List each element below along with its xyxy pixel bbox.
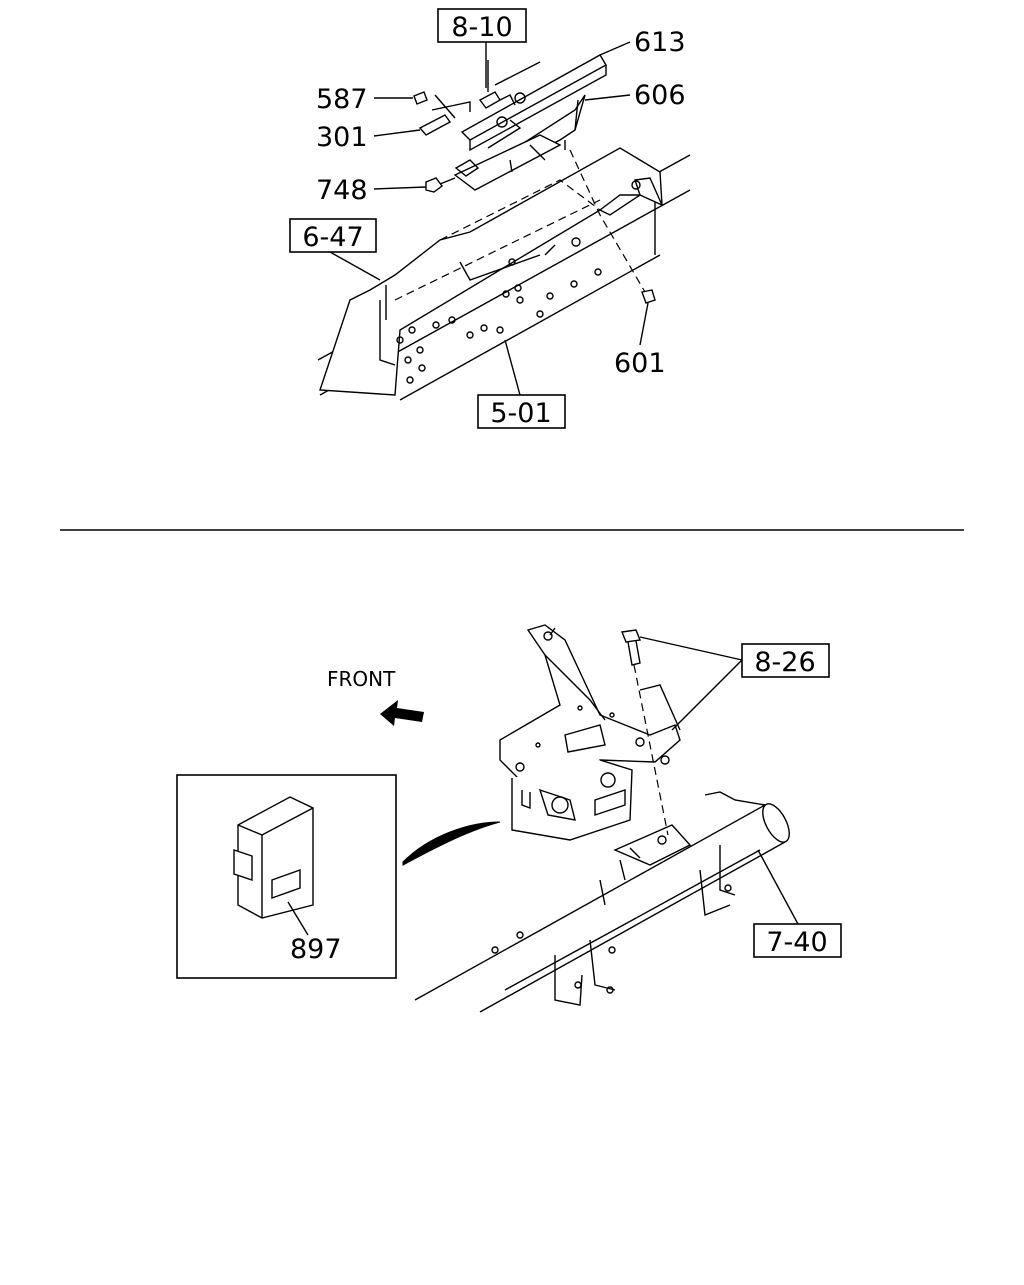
part-label-587: 587 — [316, 84, 368, 115]
module-bracket-drawing — [418, 54, 607, 191]
bottom-leader-lines — [639, 636, 799, 925]
nut-601-drawing — [569, 149, 656, 304]
ref-label-5-01: 5-01 — [490, 398, 551, 429]
crossmember-bracket-drawing — [319, 147, 663, 396]
bolt-8-26-drawing — [621, 629, 669, 836]
ref-box-8-26: 8-26 — [741, 643, 830, 678]
detail-box: 897 — [176, 774, 397, 979]
bolt-748-drawing — [425, 177, 456, 193]
chassis-tube-drawing — [414, 791, 790, 1013]
detail-pointer-arrow — [402, 821, 501, 866]
ref-box-7-40: 7-40 — [753, 923, 842, 958]
ref-label-7-40: 7-40 — [766, 927, 827, 958]
ref-box-5-01: 5-01 — [477, 394, 566, 429]
front-arrow-icon — [380, 700, 424, 726]
ref-label-8-10: 8-10 — [451, 12, 512, 43]
front-direction-label: FRONT — [327, 667, 396, 691]
control-module-897-drawing — [233, 796, 314, 919]
tube-clamp-drawing — [613, 824, 692, 866]
module-assembly-drawing — [499, 624, 681, 841]
part-label-606: 606 — [634, 80, 686, 111]
frame-holes — [396, 180, 641, 384]
ref-label-8-26: 8-26 — [754, 647, 815, 678]
top-leader-lines — [329, 41, 649, 396]
ref-box-8-10: 8-10 — [437, 8, 527, 43]
part-label-748: 748 — [316, 175, 368, 206]
part-label-897: 897 — [290, 934, 342, 965]
clip-587-drawing — [413, 91, 428, 105]
part-label-601: 601 — [614, 348, 666, 379]
ref-label-6-47: 6-47 — [302, 222, 363, 253]
part-label-301: 301 — [316, 122, 368, 153]
part-label-613: 613 — [634, 27, 686, 58]
top-diagram: 8-10 6-47 5-01 613 606 587 301 748 601 — [289, 8, 691, 429]
ref-box-6-47: 6-47 — [289, 218, 377, 253]
bottom-diagram: FRONT — [176, 624, 842, 1013]
